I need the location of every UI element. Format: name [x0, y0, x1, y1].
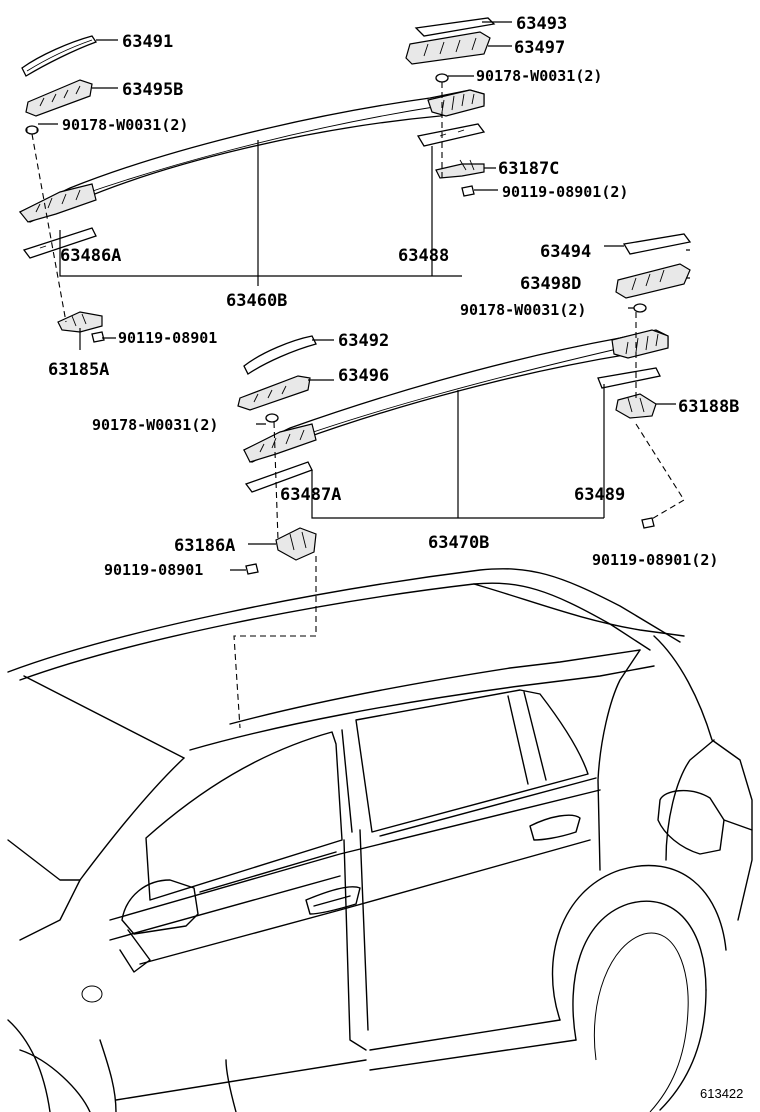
bracket-63187C[interactable] [435, 159, 485, 179]
label-63496: 63496 [338, 366, 389, 386]
label-90178-top-right: 90178-W0031(2) [476, 67, 602, 85]
bracket-63186A[interactable] [275, 527, 317, 561]
label-90178-mid-right: 90178-W0031(2) [460, 301, 586, 319]
leader-lines [38, 21, 690, 571]
nut-left-upper[interactable] [25, 125, 39, 135]
rear-pad-63488[interactable] [416, 123, 486, 147]
reference-number: 613422 [700, 1086, 743, 1101]
label-63497: 63497 [514, 38, 565, 58]
label-63495B: 63495B [122, 80, 183, 100]
label-63488: 63488 [398, 246, 449, 266]
bolt-left[interactable] [91, 331, 105, 343]
vehicle-body [7, 568, 753, 1112]
label-63489: 63489 [574, 485, 625, 505]
label-63187C: 63187C [498, 159, 559, 179]
front-cover-63493[interactable] [414, 17, 496, 37]
label-63486A: 63486A [60, 246, 121, 266]
bolt-bottom-right[interactable] [641, 517, 655, 529]
front-leg-63495B[interactable] [25, 79, 93, 117]
bolt-bottom-left[interactable] [245, 563, 259, 575]
label-90178-left: 90178-W0031(2) [62, 116, 188, 134]
nut-mid-right[interactable] [633, 303, 647, 313]
front-leg-63496[interactable] [237, 375, 311, 411]
label-63492: 63492 [338, 331, 389, 351]
bracket-63185A[interactable] [57, 311, 103, 333]
nut-mid-left[interactable] [265, 413, 279, 423]
label-63186A: 63186A [174, 536, 235, 556]
front-cover-63491[interactable] [21, 35, 97, 77]
label-90119-bottom-right: 90119-08901(2) [592, 551, 718, 569]
label-63487A: 63487A [280, 485, 341, 505]
nut-top-right[interactable] [435, 73, 449, 83]
label-63493: 63493 [516, 14, 567, 34]
label-63460B: 63460B [226, 291, 287, 311]
bolt-top-right[interactable] [461, 185, 475, 197]
label-63185A: 63185A [48, 360, 109, 380]
alignment-dashes [31, 82, 685, 729]
label-90178-mid-left: 90178-W0031(2) [92, 416, 218, 434]
roof-rail-63470B[interactable] [243, 329, 669, 463]
label-90119-left: 90119-08901 [118, 329, 217, 347]
label-63498D: 63498D [520, 274, 581, 294]
label-63491: 63491 [122, 32, 173, 52]
label-63188B: 63188B [678, 397, 739, 417]
label-63470B: 63470B [428, 533, 489, 553]
rear-pad-63489[interactable] [597, 367, 661, 389]
bracket-63188B[interactable] [615, 393, 657, 419]
label-90119-bottom-left: 90119-08901 [104, 561, 203, 579]
front-cover-63492[interactable] [243, 335, 317, 375]
part-labels: 63491 63495B 90178-W0031(2) 63486A 63460… [48, 14, 739, 579]
rear-leg-63498D[interactable] [615, 263, 691, 299]
label-63494: 63494 [540, 242, 591, 262]
front-cover-63494[interactable] [622, 233, 692, 255]
label-90119-top-right: 90119-08901(2) [502, 183, 628, 201]
roof-rail-63460B[interactable] [18, 89, 485, 223]
rear-leg-63497[interactable] [405, 31, 491, 65]
